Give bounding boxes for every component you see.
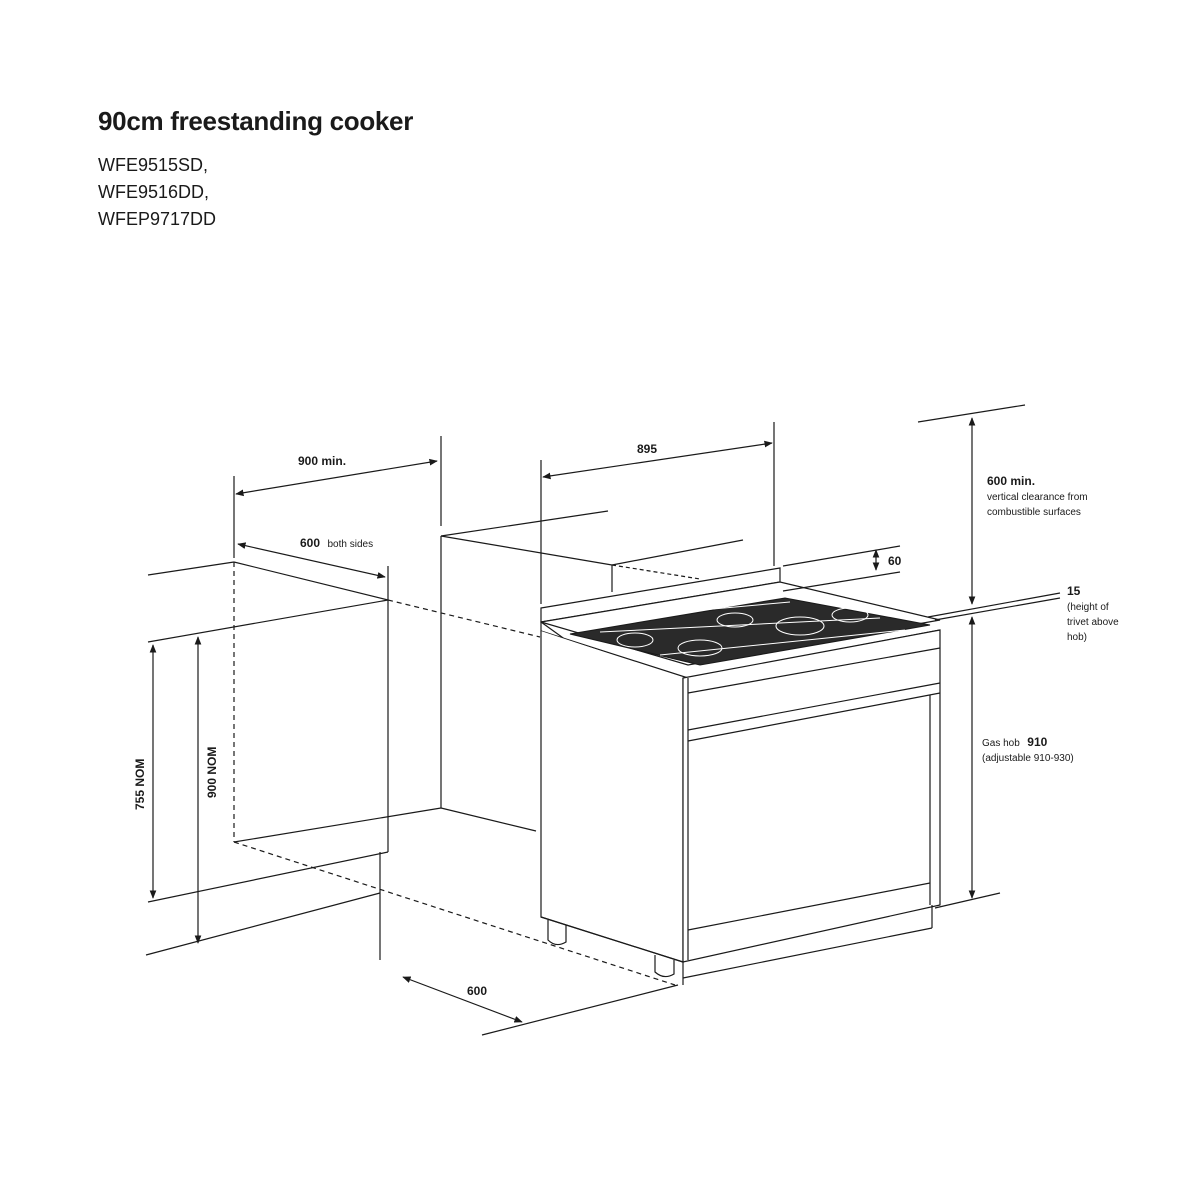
extension-line (917, 404, 1026, 423)
extension-line (481, 984, 679, 1036)
dim-line-side-gap (237, 542, 386, 579)
bench-height-900-label: 900 NOM (205, 747, 219, 798)
model-number: WFE9515SD, (98, 155, 209, 175)
vertical-clearance-note: combustible surfaces (987, 507, 1081, 518)
gas-hob (569, 597, 931, 666)
side-gap-label: 600 both sides (300, 534, 373, 551)
splashback-label: 60 (888, 554, 902, 568)
extension-line (934, 597, 1061, 621)
trivet-note: (height of (1067, 602, 1109, 613)
model-number: WFE9516DD, (98, 182, 210, 202)
hob-height-label: Gas hob 910 (982, 733, 1048, 750)
left-cabinet (145, 561, 676, 986)
extension-line (934, 892, 1001, 909)
extension-line (927, 592, 1061, 618)
vertical-clearance-label: 600 min. (987, 474, 1035, 488)
dim-line-width (542, 440, 773, 480)
trivet-note: hob) (1067, 632, 1087, 643)
dim-line-depth (402, 976, 523, 1023)
model-list: WFE9515SD, WFE9516DD, WFEP9717DD (98, 152, 216, 233)
side-clearance-label: 900 min. (298, 454, 346, 468)
model-number: WFEP9717DD (98, 209, 217, 229)
bench-height-755-label: 755 NOM (133, 759, 147, 810)
trivet-note: trivet above (1067, 617, 1119, 628)
extension-line (782, 545, 901, 567)
width-label: 895 (637, 442, 657, 456)
extension-line (782, 571, 901, 592)
hob-height-note: (adjustable 910-930) (982, 753, 1074, 764)
page-title: 90cm freestanding cooker (98, 106, 414, 136)
depth-label: 600 (467, 984, 487, 998)
dim-line-side-clearance (235, 458, 438, 497)
trivet-label: 15 (1067, 584, 1081, 598)
vertical-clearance-note: vertical clearance from (987, 492, 1088, 503)
back-wall (233, 436, 744, 843)
